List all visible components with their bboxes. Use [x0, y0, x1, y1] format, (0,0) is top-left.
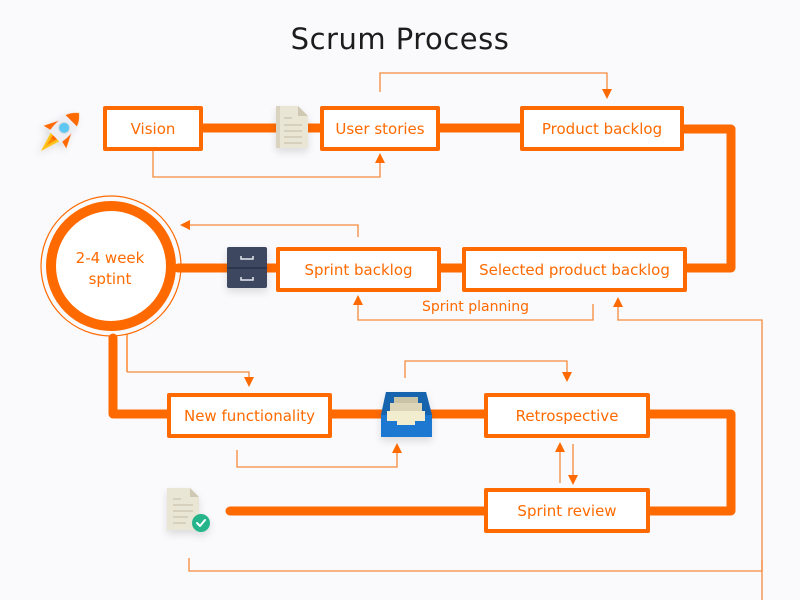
sprint-cycle-label-line2: sptint [88, 270, 132, 288]
node-sprint-review[interactable]: Sprint review [484, 488, 650, 533]
node-retrospective[interactable]: Retrospective [484, 393, 650, 438]
sprint-cycle-ring[interactable] [46, 201, 176, 331]
flow-cycle-to-new-functionality [108, 333, 173, 419]
connector-review-to-selected [613, 297, 763, 600]
connector-new-functionality-to-inbox [236, 443, 402, 468]
connector-vision-to-user-stories [152, 150, 385, 178]
connector-end-to-review-loop [188, 558, 763, 572]
sprint-cycle-outer-ring [40, 195, 182, 337]
node-selected-product-backlog[interactable]: Selected product backlog [462, 247, 687, 292]
feedback-lines [127, 72, 763, 600]
sprint-planning-label: Sprint planning [422, 299, 529, 315]
connector-sprint-backlog-to-cycle [180, 220, 359, 237]
document-check-icon [167, 488, 210, 532]
file-cabinet-icon [227, 247, 267, 288]
node-sprint-backlog[interactable]: Sprint backlog [276, 247, 441, 292]
node-sprint-backlog-label: Sprint backlog [304, 260, 413, 279]
node-new-functionality-label: New functionality [183, 406, 316, 425]
sprint-cycle-label[interactable]: 2-4 week sptint [55, 248, 165, 290]
flow-retrospective-to-sprint-review [641, 409, 736, 516]
inbox-tray-icon [381, 392, 432, 437]
connector-inbox-to-retrospective [404, 360, 572, 382]
node-user-stories[interactable]: User stories [320, 106, 440, 151]
page-title: Scrum Process [290, 22, 510, 56]
flow-product-backlog-to-selected [678, 124, 736, 273]
connector-user-stories-to-product-backlog [379, 72, 612, 99]
connector-cycle-to-new-functionality [127, 371, 254, 387]
connector-sprint-planning [353, 295, 594, 321]
node-sprint-review-label: Sprint review [517, 501, 617, 520]
document-icon [276, 106, 308, 148]
node-vision-label: Vision [130, 119, 176, 138]
node-selected-product-backlog-label: Selected product backlog [479, 260, 670, 279]
node-retrospective-label: Retrospective [515, 406, 619, 425]
node-new-functionality[interactable]: New functionality [167, 393, 332, 438]
rocket-icon [40, 112, 80, 152]
sprint-cycle-label-line1: 2-4 week [75, 249, 145, 267]
node-vision[interactable]: Vision [103, 106, 203, 151]
node-product-backlog-label: Product backlog [541, 119, 663, 138]
node-product-backlog[interactable]: Product backlog [520, 106, 684, 151]
node-user-stories-label: User stories [335, 119, 425, 138]
